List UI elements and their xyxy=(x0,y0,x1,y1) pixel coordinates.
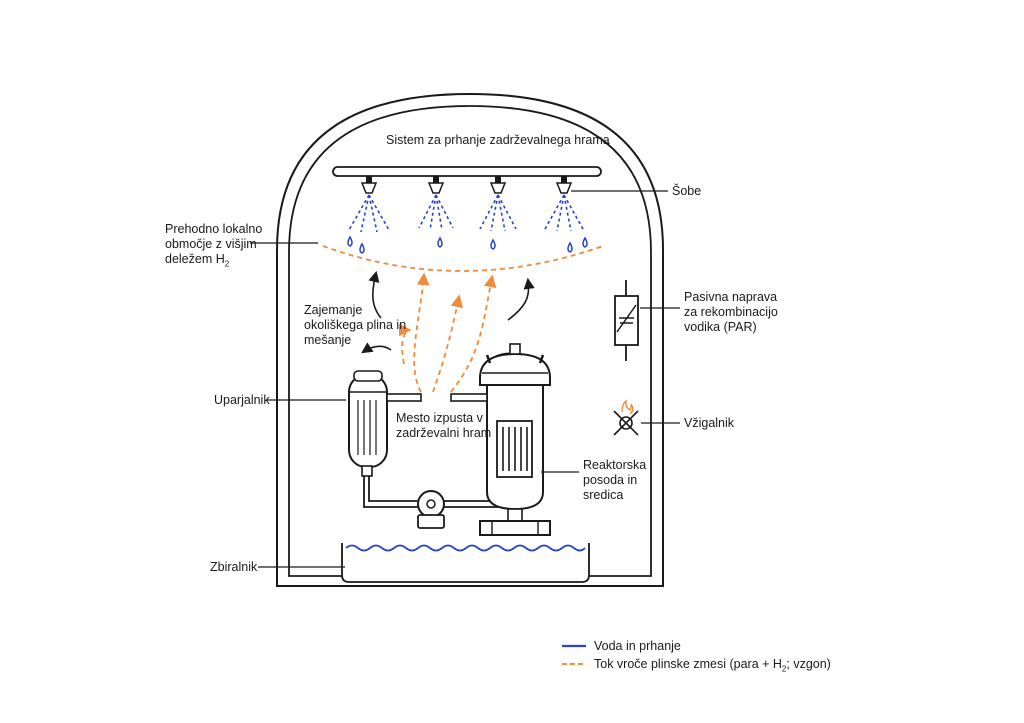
spray-pattern xyxy=(348,194,584,233)
nozzle-3 xyxy=(489,176,507,194)
containment-wall-inner xyxy=(288,105,652,577)
transient-h2-region xyxy=(322,245,604,272)
containment-wall-outer xyxy=(276,92,664,587)
legend-water-label: Voda in prhanje xyxy=(594,639,681,653)
evaporator xyxy=(348,370,422,477)
reactor-vessel xyxy=(450,343,551,536)
nozzle-4 xyxy=(555,176,573,194)
pump xyxy=(417,490,445,529)
label-sump: Zbiralnik xyxy=(210,560,258,574)
diagram-title: Sistem za prhanje zadrževalnega hrama xyxy=(386,133,610,147)
water-droplets xyxy=(347,235,588,254)
label-igniter: Vžigalnik xyxy=(684,416,735,430)
label-entrainment: Zajemanje okoliškega plina in mešanje xyxy=(304,303,407,347)
gas-plume-arrows xyxy=(398,272,497,393)
label-par: Pasivna naprava za rekombinacijo vodika … xyxy=(684,290,778,334)
igniter-icon xyxy=(613,399,639,436)
leader-lines xyxy=(250,190,680,568)
par-device xyxy=(614,280,639,361)
nozzle-2 xyxy=(427,176,445,194)
spray-header-pipe xyxy=(332,166,602,177)
nozzle-1 xyxy=(360,176,378,194)
label-transient-region: Prehodno lokalno območje z višjim deleže… xyxy=(165,222,263,269)
legend-gas-label: Tok vroče plinske zmesi (para + H2; vzgo… xyxy=(594,657,831,674)
label-nozzles: Šobe xyxy=(672,184,702,198)
label-release-point: Mesto izpusta v zadrževalni hram xyxy=(396,411,492,440)
label-evaporator: Uparjalnik xyxy=(214,393,270,407)
sump xyxy=(341,543,590,583)
label-reactor: Reaktorska posoda in sredica xyxy=(583,458,647,502)
